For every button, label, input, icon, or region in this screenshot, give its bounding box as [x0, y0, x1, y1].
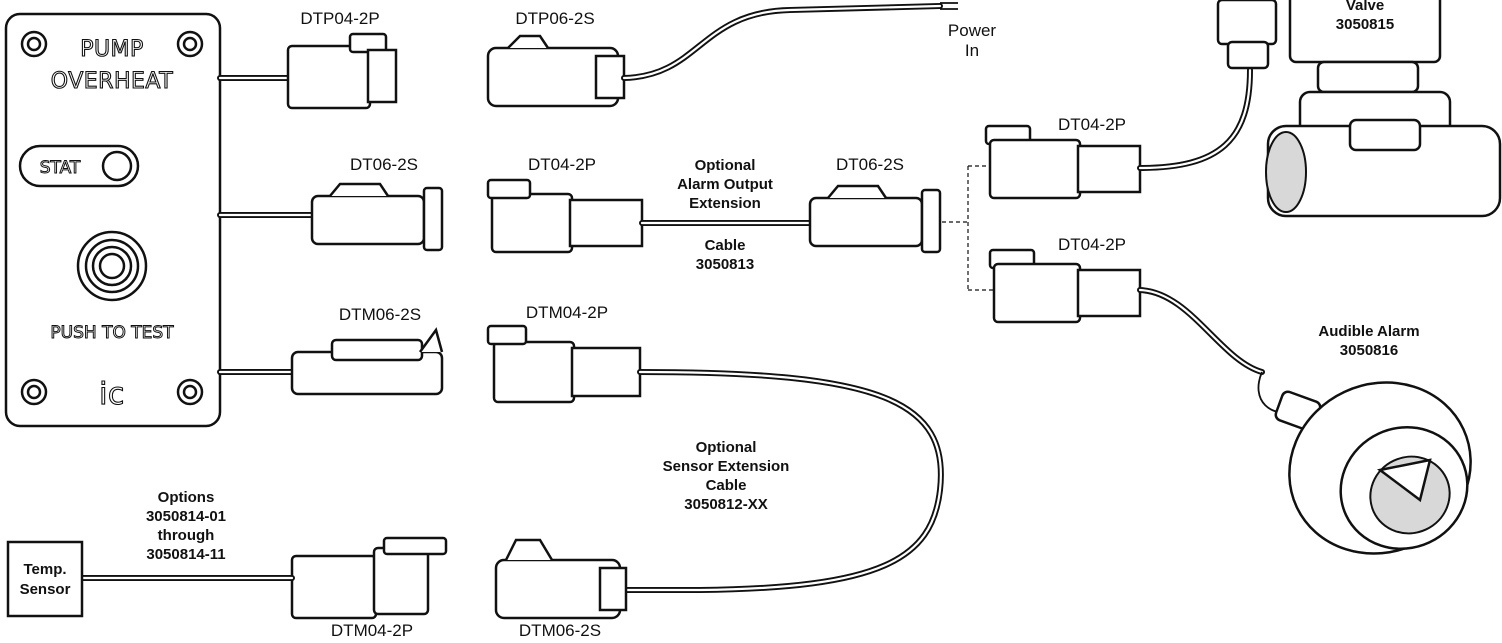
audible-alarm-device	[1257, 371, 1472, 555]
audible-line1: Audible Alarm	[1318, 323, 1419, 340]
connector-dt04-2p-mid	[486, 178, 644, 254]
power-in-wire	[621, 2, 958, 81]
panel-title-line1: PUMP	[80, 37, 144, 62]
push-to-test-label: PUSH TO TEST	[50, 323, 174, 343]
connector-dtp04-2p	[286, 32, 398, 110]
panel-screw-top-left	[20, 30, 48, 58]
alarm-ext-line3: Extension	[689, 195, 761, 212]
stat-label: STAT	[40, 158, 81, 178]
label-dtm06-2s-bottom: DTM06-2S	[519, 621, 601, 640]
sensor-options-line2: 3050814-01	[146, 508, 226, 525]
panel-screw-top-right	[176, 30, 204, 58]
stat-indicator: STAT	[18, 144, 140, 188]
alarm-wire	[1137, 287, 1265, 375]
panel-screw-bottom-left	[20, 378, 48, 406]
push-to-test-button	[76, 230, 148, 302]
valve-wire	[1137, 67, 1253, 171]
ic-logo: ic	[99, 377, 125, 412]
sensor-options-label: Options 3050814-01 through 3050814-11	[146, 489, 226, 563]
temp-sensor-line2: Sensor	[20, 581, 71, 598]
sensor-extension-wire	[615, 369, 944, 593]
panel-body	[4, 12, 222, 428]
sensor-ext-line1: Optional	[696, 439, 757, 456]
pump-overheat-panel: PUMP OVERHEAT STAT PUSH TO TEST ic	[4, 12, 222, 428]
connector-dtp06-2s	[486, 34, 626, 108]
alarm-ext-line1: Optional	[695, 157, 756, 174]
label-dtp04-2p: DTP04-2P	[300, 9, 379, 28]
connector-dtm06-2s-top	[290, 327, 444, 396]
label-dtm04-2p-bottom: DTM04-2P	[331, 621, 413, 640]
label-dt04-2p-mid: DT04-2P	[528, 155, 596, 174]
sensor-options-line4: 3050814-11	[146, 546, 225, 563]
temp-sensor: Temp. Sensor	[6, 540, 84, 618]
connector-dt04-2p-alarm	[988, 248, 1142, 324]
power-in-line1: Power	[948, 21, 997, 40]
sensor-options-line3: through	[158, 527, 215, 544]
panel-wires	[217, 75, 315, 375]
connector-dtm04-2p-top	[486, 324, 642, 404]
alarm-ext-line2: Alarm Output	[677, 176, 773, 193]
label-dtm04-2p-top: DTM04-2P	[526, 303, 608, 322]
power-in-line2: In	[965, 41, 979, 60]
solenoid-valve	[1216, 0, 1502, 218]
alarm-ext-line5: 3050813	[696, 256, 754, 273]
panel-title-line2: OVERHEAT	[51, 69, 173, 94]
sensor-ext-line2: Sensor Extension	[663, 458, 790, 475]
valve-line2: 3050815	[1336, 16, 1394, 33]
sensor-ext-line4: 3050812-XX	[684, 496, 767, 513]
valve-line1: Valve	[1346, 0, 1384, 14]
label-dt04-2p-alarm: DT04-2P	[1058, 235, 1126, 254]
sensor-extension-label: Optional Sensor Extension Cable 3050812-…	[663, 439, 790, 513]
connector-dtm06-2s-bottom	[494, 538, 628, 620]
connector-dt04-2p-valve	[984, 124, 1142, 200]
connector-dt06-2s-mid	[808, 184, 942, 254]
temp-sensor-line1: Temp.	[23, 561, 66, 578]
alarm-ext-line4: Cable	[705, 237, 746, 254]
label-dt04-2p-valve: DT04-2P	[1058, 115, 1126, 134]
sensor-ext-line3: Cable	[706, 477, 747, 494]
sensor-options-line1: Options	[158, 489, 215, 506]
label-dtm06-2s-top: DTM06-2S	[339, 305, 421, 324]
audible-line2: 3050816	[1340, 342, 1398, 359]
connector-dtm04-2p-bottom	[290, 536, 448, 620]
label-dt06-2s-mid: DT06-2S	[836, 155, 904, 174]
label-dtp06-2s: DTP06-2S	[515, 9, 594, 28]
panel-screw-bottom-right	[176, 378, 204, 406]
label-dt06-2s-left: DT06-2S	[350, 155, 418, 174]
alarm-extension-label: Optional Alarm Output Extension Cable 30…	[677, 157, 773, 273]
dashed-junction	[942, 165, 994, 291]
connector-dt06-2s-left	[310, 182, 444, 252]
